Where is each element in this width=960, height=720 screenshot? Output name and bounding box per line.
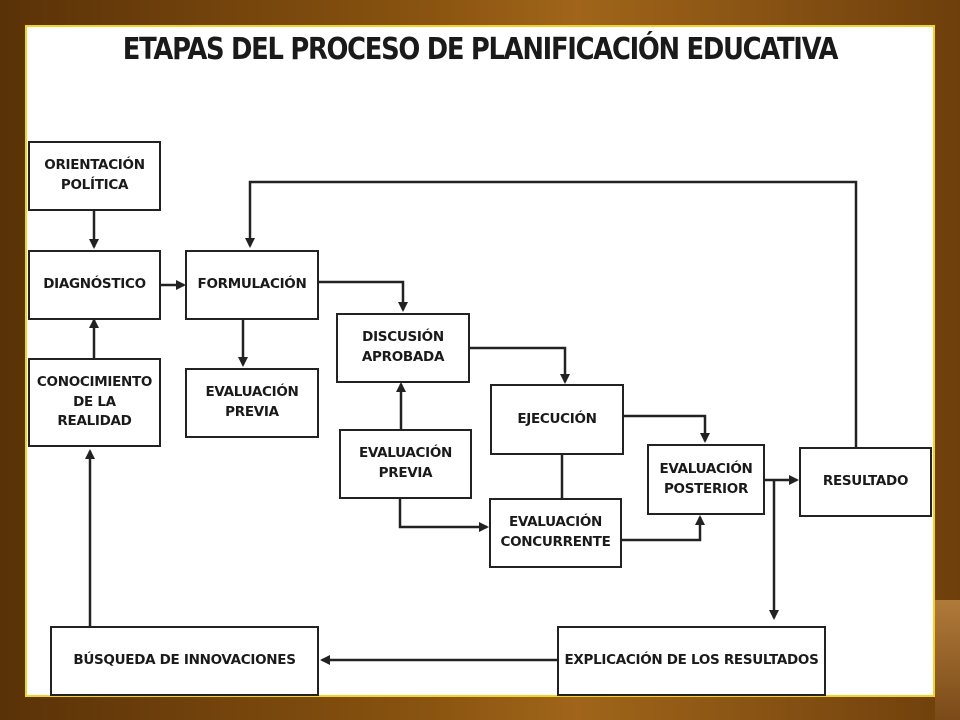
box-busqueda-innovaciones: BÚSQUEDA DE INNOVACIONES xyxy=(50,626,319,696)
box-evaluacion-posterior: EVALUACIÓN POSTERIOR xyxy=(647,444,765,515)
arrow-evaluacion-previa-concurrente xyxy=(398,498,489,532)
diagram-title: ETAPAS DEL PROCESO DE PLANIFICACIÓN EDUC… xyxy=(122,32,839,67)
arrow-ejecucion-posterior xyxy=(623,414,710,443)
box-ejecucion: EJECUCIÓN xyxy=(490,384,624,455)
box-evaluacion-previa-2: EVALUACIÓN PREVIA xyxy=(339,429,472,499)
box-evaluacion-previa-1: EVALUACIÓN PREVIA xyxy=(185,368,319,438)
decorative-corner xyxy=(935,600,960,720)
box-discusion-aprobada: DISCUSIÓN APROBADA xyxy=(336,313,470,383)
slide-canvas xyxy=(25,25,935,697)
arrow-resultado-formulacion xyxy=(245,180,858,447)
arrow-concurrente-posterior xyxy=(621,515,705,542)
box-formulacion: FORMULACIÓN xyxy=(185,250,319,320)
box-evaluacion-concurrente: EVALUACIÓN CONCURRENTE xyxy=(489,498,622,568)
box-conocimiento-realidad: CONOCIMIENTO DE LA REALIDAD xyxy=(28,358,161,447)
box-diagnostico: DIAGNÓSTICO xyxy=(28,250,161,320)
box-orientacion-politica: ORIENTACIÓN POLÍTICA xyxy=(28,141,161,211)
arrow-formulacion-discusion xyxy=(318,280,408,312)
box-explicacion-resultados: EXPLICACIÓN DE LOS RESULTADOS xyxy=(557,626,826,696)
box-resultado: RESULTADO xyxy=(799,447,932,517)
arrow-discusion-ejecucion xyxy=(469,346,570,384)
